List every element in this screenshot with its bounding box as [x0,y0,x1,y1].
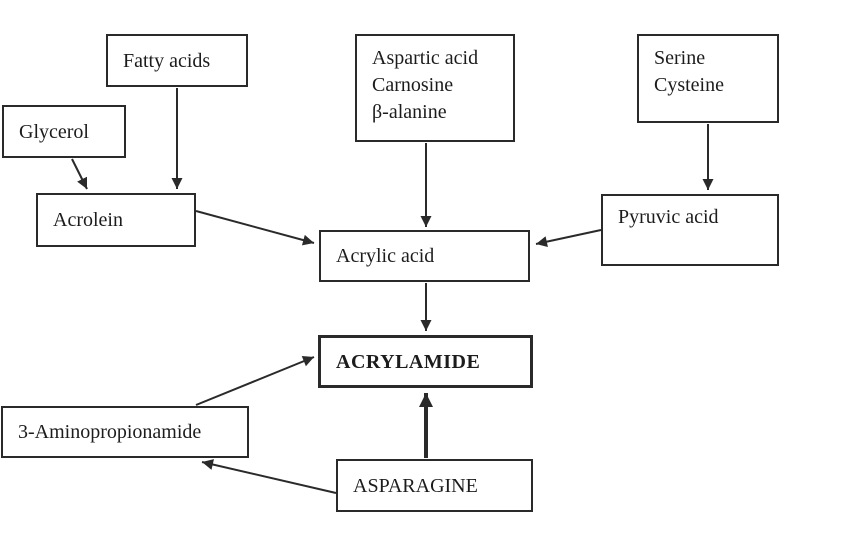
node-asparagine-label: ASPARAGINE [353,474,478,497]
node-acrylic-acid-label: Acrylic acid [336,245,435,267]
node-aminopropionamide: 3-Aminopropionamide [1,406,249,458]
node-acrolein: Acrolein [36,193,196,247]
node-serine-group: Serine Cysteine [637,34,779,123]
node-aspartic-group-line-3: β-alanine [372,101,447,123]
node-aspartic-group-line-1: Aspartic acid [372,47,479,69]
node-acrylamide: ACRYLAMIDE [318,335,533,388]
arrow-glycerol-to-acrolein [71,158,88,190]
node-pyruvic-acid: Pyruvic acid [601,194,779,266]
node-asparagine: ASPARAGINE [336,459,533,512]
node-acrolein-label: Acrolein [53,209,123,231]
node-serine-group-line-2: Cysteine [654,74,724,96]
node-aspartic-group-line-2: Carnosine [372,74,454,96]
arrow-asparagine-to-aminopropionamide [201,459,337,494]
node-acrylamide-label: ACRYLAMIDE [336,350,481,373]
arrow-acrolein-to-acrylic-acid [195,210,315,246]
node-acrylic-acid: Acrylic acid [319,230,530,282]
node-fatty-acids-label: Fatty acids [123,49,211,72]
node-aspartic-group: Aspartic acid Carnosine β-alanine [355,34,515,142]
node-serine-group-line-1: Serine [654,47,706,69]
node-glycerol: Glycerol [2,105,126,158]
node-glycerol-label: Glycerol [19,120,89,143]
node-pyruvic-acid-label: Pyruvic acid [618,206,719,228]
node-aminopropionamide-label: 3-Aminopropionamide [18,421,202,443]
arrow-aminopropionamide-to-acrylamide [195,356,315,406]
node-fatty-acids: Fatty acids [106,34,248,87]
arrow-pyruvic-acid-to-acrylic-acid [535,229,602,248]
